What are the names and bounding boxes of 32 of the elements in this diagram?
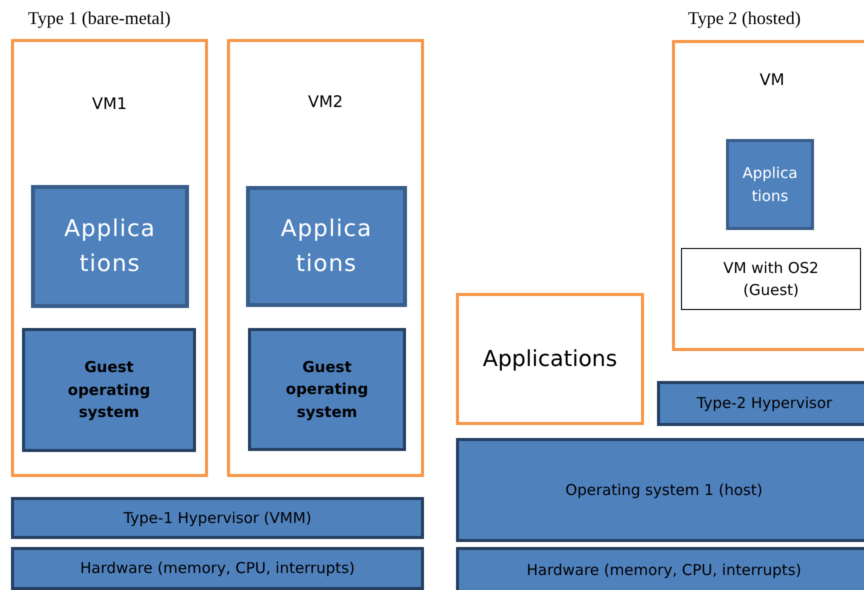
application-label: Applications bbox=[482, 346, 618, 374]
guest-os-box bbox=[22, 328, 196, 452]
vm-box bbox=[227, 39, 424, 477]
vm-label: VM2 bbox=[308, 91, 343, 113]
application-box bbox=[456, 293, 644, 425]
host-os-bar bbox=[456, 438, 864, 542]
hardware-label: Hardware (memory, CPU, interrupts) bbox=[80, 558, 355, 580]
hypervisor-bar bbox=[11, 497, 424, 539]
guest-os-box bbox=[248, 328, 406, 451]
vm-label: VM bbox=[760, 69, 784, 91]
guest-os-label: Guest operating system bbox=[284, 356, 370, 423]
hardware-bar bbox=[11, 547, 424, 590]
host-os-label: Operating system 1 (host) bbox=[565, 480, 763, 501]
vm-box bbox=[11, 39, 208, 477]
application-box bbox=[246, 186, 407, 307]
guest-os-label: VM with OS2 (Guest) bbox=[722, 258, 820, 301]
hypervisor-label: Type-2 Hypervisor bbox=[696, 393, 832, 414]
section-heading: Type 1 (bare-metal) bbox=[28, 8, 171, 29]
hypervisor-bar bbox=[657, 381, 864, 426]
application-label: Applica tions bbox=[63, 215, 157, 278]
application-label: Applica tions bbox=[280, 215, 374, 278]
application-label: Applica tions bbox=[741, 163, 799, 206]
hardware-label: Hardware (memory, CPU, interrupts) bbox=[526, 560, 802, 581]
guest-os-box bbox=[681, 248, 861, 310]
section-heading: Type 2 (hosted) bbox=[688, 8, 801, 29]
hardware-bar bbox=[456, 547, 864, 590]
hypervisor-label: Type-1 Hypervisor (VMM) bbox=[123, 508, 312, 529]
guest-os-label: Guest operating system bbox=[66, 357, 152, 424]
vm-label: VM1 bbox=[92, 93, 127, 115]
application-box bbox=[726, 139, 814, 230]
vm-box bbox=[672, 40, 864, 351]
application-box bbox=[31, 185, 189, 308]
